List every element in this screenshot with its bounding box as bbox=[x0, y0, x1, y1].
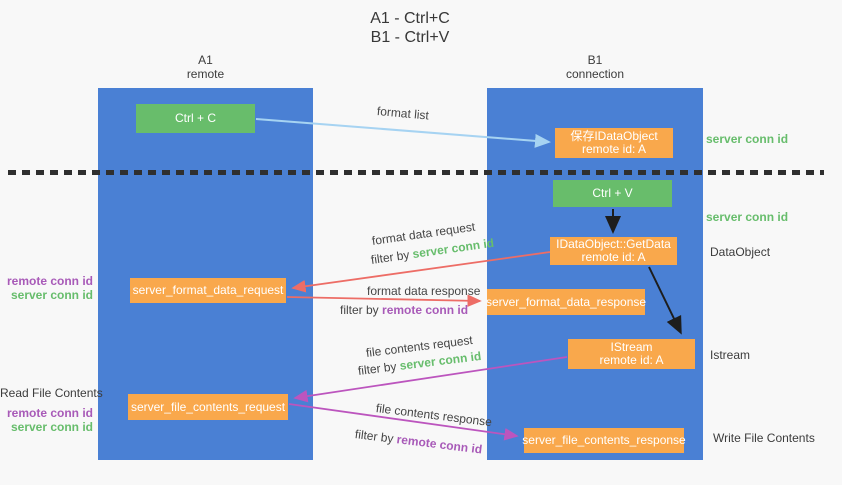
file-contents-response-label: file contents response bbox=[375, 401, 493, 430]
save-idataobject-line2: remote id: A bbox=[581, 142, 647, 156]
file-contents-response-filter-label: filter by remote conn id bbox=[354, 427, 483, 457]
remote-conn-id-annotation: remote conn id bbox=[6, 274, 93, 288]
format-request-label: server_format_data_request bbox=[132, 283, 284, 297]
server-conn-id-annotation-mid: server conn id bbox=[706, 210, 789, 224]
server-conn-id-annotation: server conn id bbox=[10, 288, 93, 302]
format-data-response-label: format data response bbox=[367, 284, 481, 298]
node-server-file-contents-response: server_file_contents_response bbox=[522, 428, 686, 453]
node-ctrl-c: Ctrl + C bbox=[136, 104, 255, 133]
diagram-title: A1 - Ctrl+C B1 - Ctrl+V bbox=[300, 9, 520, 47]
file-response-label: server_file_contents_response bbox=[522, 433, 686, 447]
lifeline-a-name: A1 bbox=[198, 53, 213, 67]
file-request-label: server_file_contents_request bbox=[130, 399, 286, 414]
filter-by-text: filter by bbox=[340, 303, 379, 317]
remote-conn-id-annotation: remote conn id bbox=[6, 406, 93, 420]
title-line-1: A1 - Ctrl+C bbox=[370, 10, 450, 27]
server-conn-id-annotation: server conn id bbox=[10, 420, 93, 434]
istream-line2: remote id: A bbox=[599, 353, 664, 367]
save-idataobject-line1: 保存IDataObject bbox=[570, 129, 658, 143]
node-idataobject-getdata: IDataObject::GetData remote id: A bbox=[550, 237, 677, 265]
filter-by-text: filter by bbox=[370, 247, 411, 267]
file-request-conn-ids: remote conn id server conn id bbox=[0, 406, 93, 434]
write-file-contents-annotation: Write File Contents bbox=[713, 431, 815, 445]
format-request-conn-ids: remote conn id server conn id bbox=[0, 274, 93, 302]
remote-conn-id-text: remote conn id bbox=[382, 303, 469, 317]
node-server-format-data-request: server_format_data_request bbox=[130, 278, 286, 303]
lifeline-b-header: B1 connection bbox=[487, 53, 703, 81]
getdata-line2: remote id: A bbox=[581, 250, 646, 264]
server-conn-id-annotation-top: server conn id bbox=[706, 132, 789, 146]
remote-conn-id-text: remote conn id bbox=[395, 432, 483, 457]
istream-annotation: Istream bbox=[710, 348, 751, 362]
lifeline-a-header: A1 remote bbox=[98, 53, 313, 81]
lifeline-b-subtitle: connection bbox=[565, 67, 625, 81]
node-save-idataobject: 保存IDataObject remote id: A bbox=[555, 128, 673, 158]
node-server-file-contents-request: server_file_contents_request bbox=[128, 394, 288, 420]
getdata-line1: IDataObject::GetData bbox=[556, 237, 671, 251]
format-data-response-filter-label: filter by remote conn id bbox=[340, 303, 468, 317]
ctrl-v-label: Ctrl + V bbox=[592, 186, 633, 200]
filter-by-text: filter by bbox=[354, 427, 395, 446]
format-response-label: server_format_data_response bbox=[485, 294, 647, 309]
node-istream: IStream remote id: A bbox=[568, 339, 695, 369]
node-ctrl-v: Ctrl + V bbox=[553, 180, 672, 207]
section-divider-dotted-line bbox=[8, 170, 824, 175]
read-file-contents-annotation: Read File Contents bbox=[0, 386, 103, 400]
lifeline-b-name: B1 bbox=[587, 53, 603, 67]
dataobject-annotation: DataObject bbox=[710, 245, 771, 259]
istream-line1: IStream bbox=[610, 340, 653, 354]
filter-by-text: filter by bbox=[357, 359, 398, 378]
title-line-2: B1 - Ctrl+V bbox=[370, 29, 450, 46]
format-list-label: format list bbox=[376, 104, 430, 123]
node-server-format-data-response: server_format_data_response bbox=[485, 289, 647, 315]
ctrl-c-label: Ctrl + C bbox=[174, 111, 216, 125]
lifeline-a-subtitle: remote bbox=[186, 67, 225, 81]
